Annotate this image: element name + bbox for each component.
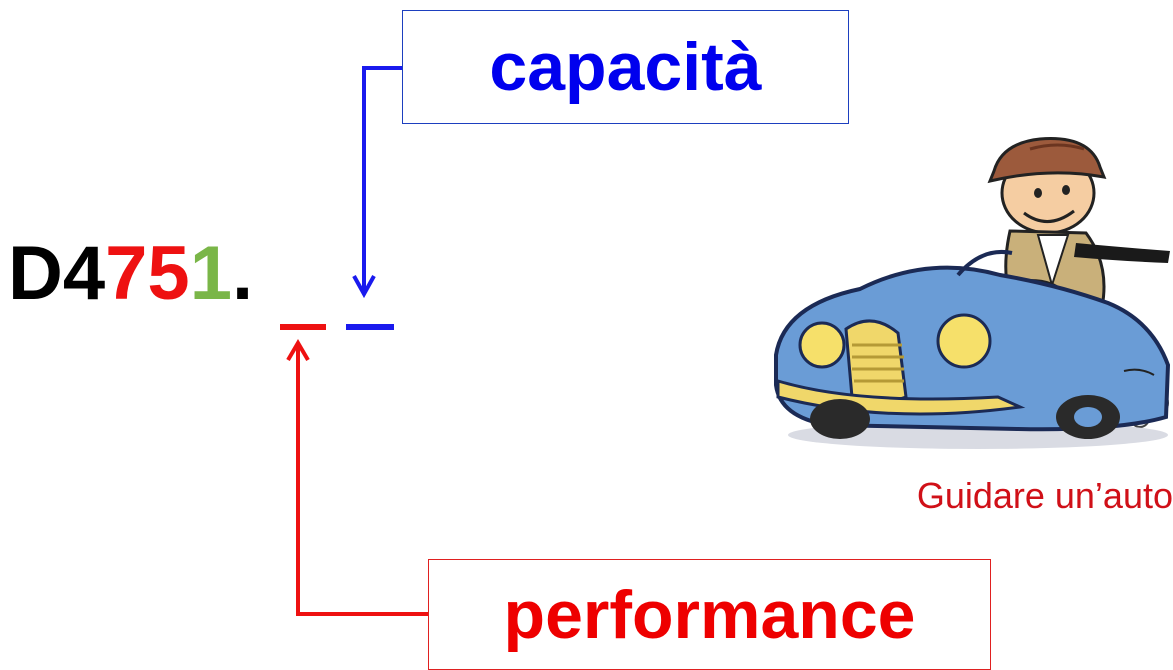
code-dot: . [231,231,254,316]
code-green-digit: 1 [189,231,232,316]
performance-arrow [296,343,428,616]
performance-box: performance [428,559,991,670]
capacity-label: capacità [489,29,762,105]
capacity-box: capacità [402,10,849,124]
capacity-arrow [362,66,402,292]
performance-arrowhead [286,339,310,362]
cartoon-car-driver-icon [774,137,1171,449]
performance-label: performance [503,576,916,653]
code-red-digits: 75 [105,231,190,316]
code-prefix: D4 [8,231,106,316]
capacity-arrowhead [352,275,376,299]
illustration-caption: Guidare un’auto [916,475,1173,516]
class-code: D4751. [8,236,253,312]
